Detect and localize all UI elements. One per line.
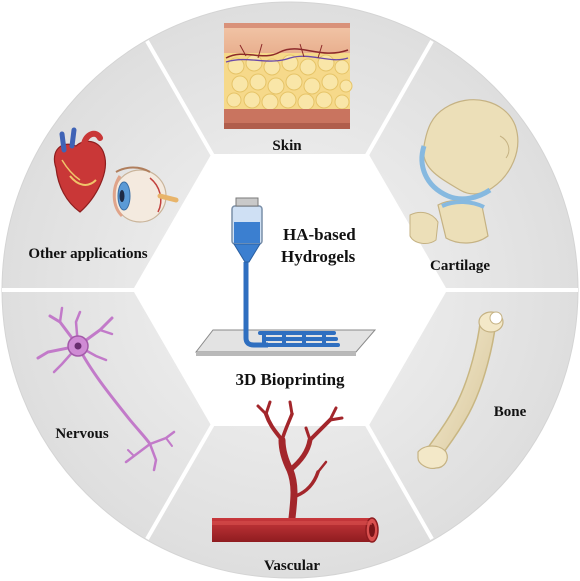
eye-illustration — [112, 166, 179, 223]
center-title-line1: HA-based — [283, 225, 356, 244]
skin-illustration — [224, 23, 353, 129]
heart-illustration — [53, 127, 106, 213]
segment-label-nervous: Nervous — [55, 426, 108, 442]
vascular-illustration — [212, 400, 379, 543]
syringe-nozzle — [233, 243, 261, 263]
segment-label-bone: Bone — [494, 404, 527, 420]
segment-label-cartilage: Cartilage — [430, 258, 490, 274]
segment-label-vascular: Vascular — [264, 558, 320, 574]
segment-label-other-applications: Other applications — [28, 246, 147, 262]
center-hexagon — [132, 154, 448, 426]
bone-illustration — [417, 311, 504, 469]
segment-label-skin: Skin — [272, 138, 302, 154]
printed-construct — [258, 331, 340, 347]
bioprinter-illustration — [194, 197, 377, 356]
center-caption: 3D Bioprinting — [235, 370, 345, 389]
center-title-line2: Hydrogels — [281, 247, 356, 266]
cartilage-illustration — [409, 99, 519, 244]
